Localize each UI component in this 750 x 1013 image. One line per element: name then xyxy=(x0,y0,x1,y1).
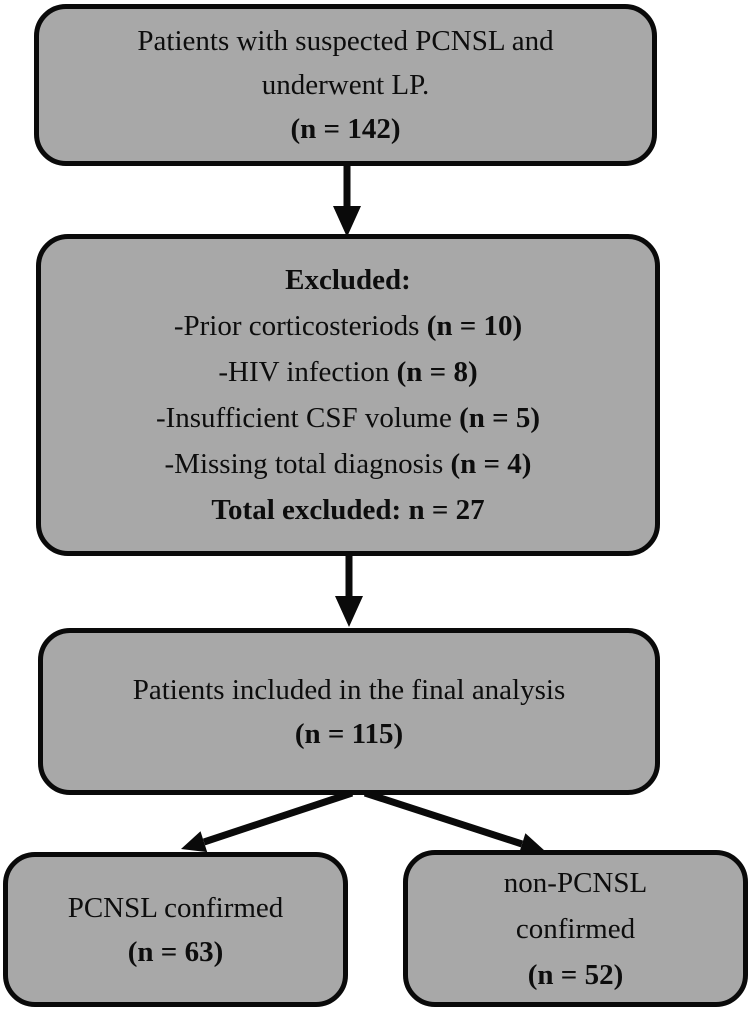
suspected-count: (n = 142) xyxy=(290,113,401,145)
arrow-excluded-to-included xyxy=(335,554,363,627)
arrow-suspected-to-excluded xyxy=(333,164,361,237)
excluded-item-count: (n = 10) xyxy=(426,310,523,342)
box-pcnsl-confirmed: PCNSL confirmed (n = 63) xyxy=(3,852,348,1007)
excluded-item-count: (n = 4) xyxy=(450,448,532,480)
excluded-item: -Insufficient CSF volume (n = 5) xyxy=(156,395,540,441)
excluded-item-count: (n = 5) xyxy=(459,402,541,434)
excluded-total: Total excluded: n = 27 xyxy=(211,494,485,526)
excluded-item: -HIV infection (n = 8) xyxy=(218,349,477,395)
pcnsl-line1: PCNSL confirmed xyxy=(67,891,284,924)
excluded-item-label: -Prior corticosteriods xyxy=(173,310,427,342)
excluded-item: -Missing total diagnosis (n = 4) xyxy=(165,441,532,487)
suspected-line1: Patients with suspected PCNSL and xyxy=(137,25,554,57)
non-pcnsl-line1: non-PCNSL xyxy=(503,866,648,899)
non-pcnsl-count: (n = 52) xyxy=(527,958,624,991)
box-non-pcnsl-confirmed: non-PCNSL confirmed (n = 52) xyxy=(403,850,748,1007)
arrow-included-to-nonpcnsl xyxy=(363,789,545,855)
included-count: (n = 115) xyxy=(294,717,404,750)
included-line1: Patients included in the final analysis xyxy=(132,673,566,706)
arrow-included-to-pcnsl xyxy=(181,789,354,853)
box-suspected-patients: Patients with suspected PCNSL and underw… xyxy=(34,4,657,166)
excluded-item-count: (n = 8) xyxy=(396,356,478,388)
box-excluded: Excluded: -Prior corticosteriods (n = 10… xyxy=(36,234,660,556)
excluded-item: -Prior corticosteriods (n = 10) xyxy=(174,303,522,349)
excluded-item-label: -HIV infection xyxy=(218,356,397,388)
excluded-title: Excluded: xyxy=(285,264,411,296)
pcnsl-count: (n = 63) xyxy=(127,935,224,968)
box-included-final-analysis: Patients included in the final analysis … xyxy=(38,628,660,795)
excluded-item-label: -Missing total diagnosis xyxy=(164,448,451,480)
suspected-line2: underwent LP. xyxy=(261,69,430,101)
non-pcnsl-line2: confirmed xyxy=(515,912,636,945)
excluded-item-label: -Insufficient CSF volume xyxy=(155,402,460,434)
